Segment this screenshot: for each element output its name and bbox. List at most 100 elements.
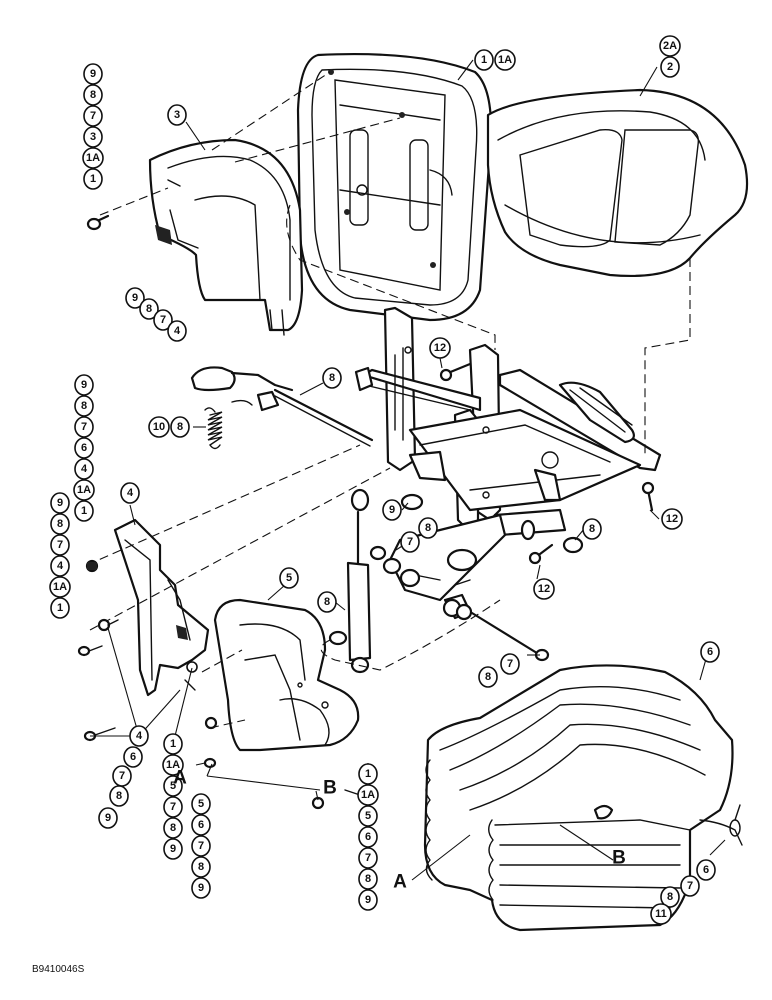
balloon-outline — [74, 437, 94, 459]
balloon-label: 1 — [81, 505, 87, 517]
balloon-label: 1A — [166, 759, 180, 771]
balloon-label: 6 — [365, 831, 371, 843]
callout-balloon: 6 — [123, 746, 143, 768]
balloon-outline — [660, 56, 680, 78]
balloon-outline — [170, 416, 190, 438]
callout-balloon: 7 — [153, 309, 173, 331]
balloon-label: 1 — [57, 602, 63, 614]
balloon-outline — [148, 416, 170, 438]
callout-balloon: 1 — [83, 168, 103, 190]
callout-balloon: 5 — [191, 793, 211, 815]
balloon-label: 1A — [86, 152, 100, 164]
callout-balloon: 6 — [700, 641, 720, 663]
balloon-outline — [74, 458, 94, 480]
balloon-label: 4 — [174, 325, 181, 337]
balloon-label: 4 — [127, 487, 134, 499]
balloon-label: 5 — [286, 572, 292, 584]
callout-balloon: 12 — [429, 337, 451, 359]
callout-balloon: 9 — [83, 63, 103, 85]
balloon-label: 7 — [119, 770, 125, 782]
balloon-label: 1 — [365, 768, 371, 780]
balloon-outline — [109, 785, 129, 807]
balloon-outline — [73, 479, 95, 501]
balloon-label: 9 — [105, 812, 111, 824]
balloon-label: 6 — [81, 442, 87, 454]
balloon-outline — [191, 814, 211, 836]
balloon-label: 9 — [170, 843, 176, 855]
balloon-outline — [74, 416, 94, 438]
balloon-outline — [83, 63, 103, 85]
balloon-label: 7 — [170, 801, 176, 813]
balloon-label: 7 — [160, 314, 166, 326]
adjust-lever — [190, 366, 374, 447]
balloon-label: 8 — [485, 671, 491, 683]
balloon-label: 4 — [136, 730, 143, 742]
callout-balloon: 1A — [82, 147, 104, 169]
drawing-code: B9410046S — [32, 964, 85, 975]
callout-balloon: 6 — [358, 826, 378, 848]
balloon-outline — [167, 104, 187, 126]
callout-balloon: 8 — [163, 817, 183, 839]
callout-balloon: 7 — [500, 653, 520, 675]
callout-balloon: 7 — [191, 835, 211, 857]
left-bracket — [113, 518, 210, 697]
balloon-outline — [153, 309, 173, 331]
side-cover — [213, 598, 360, 752]
balloon-label: 1 — [170, 738, 176, 750]
balloon-outline — [357, 784, 379, 806]
balloon-outline — [358, 805, 378, 827]
balloon-outline — [50, 513, 70, 535]
callout-balloon: 9 — [358, 889, 378, 911]
callout-balloon: 7 — [83, 105, 103, 127]
balloon-label: 6 — [707, 646, 713, 658]
callout-balloon: 2A — [659, 35, 681, 57]
balloon-outline — [279, 567, 299, 589]
balloon-outline — [382, 499, 402, 521]
balloon-label: 1A — [361, 789, 375, 801]
balloon-label: 8 — [324, 596, 330, 608]
callout-balloon: 8 — [582, 518, 602, 540]
balloon-label: 6 — [703, 864, 709, 876]
callout-balloon: 8 — [50, 513, 70, 535]
callout-balloon: 9 — [98, 807, 118, 829]
balloon-label: 1A — [53, 581, 67, 593]
balloon-label: 8 — [365, 873, 371, 885]
seat-frame — [354, 306, 662, 620]
callout-balloon: 6 — [696, 859, 716, 881]
balloon-label: 7 — [507, 658, 513, 670]
balloon-label: 3 — [174, 109, 180, 121]
balloon-outline — [358, 847, 378, 869]
callout-balloon: 1A — [49, 576, 71, 598]
balloon-label: 5 — [170, 780, 176, 792]
callout-balloon: 5 — [358, 805, 378, 827]
callout-balloon: 9 — [74, 374, 94, 396]
callout-balloon: 7 — [50, 534, 70, 556]
balloon-label: 1A — [77, 484, 91, 496]
callout-balloon: 8 — [74, 395, 94, 417]
balloon-label: 2 — [667, 61, 673, 73]
callout-balloon: 9 — [163, 838, 183, 860]
alignment-lines — [86, 71, 691, 729]
balloon-label: 5 — [198, 798, 204, 810]
balloon-label: 9 — [81, 379, 87, 391]
balloon-label: 7 — [90, 110, 96, 122]
balloon-outline — [163, 733, 183, 755]
callout-balloon: 7 — [163, 796, 183, 818]
balloon-outline — [582, 518, 602, 540]
callout-balloon: 9 — [382, 499, 402, 521]
callout-balloon: 8 — [109, 785, 129, 807]
callout-balloon: 10 — [148, 416, 170, 438]
balloon-outline — [123, 746, 143, 768]
callout-balloon: 12 — [661, 508, 683, 530]
balloon-label: 8 — [589, 523, 595, 535]
balloon-outline — [74, 374, 94, 396]
callout-balloon: 8 — [139, 298, 159, 320]
balloon-outline — [429, 337, 451, 359]
callout-balloon: 8 — [418, 517, 438, 539]
balloon-outline — [50, 534, 70, 556]
callout-balloon: 4 — [74, 458, 94, 480]
balloon-label: 8 — [177, 421, 183, 433]
balloon-outline — [139, 298, 159, 320]
callout-balloon: 1 — [358, 763, 378, 785]
